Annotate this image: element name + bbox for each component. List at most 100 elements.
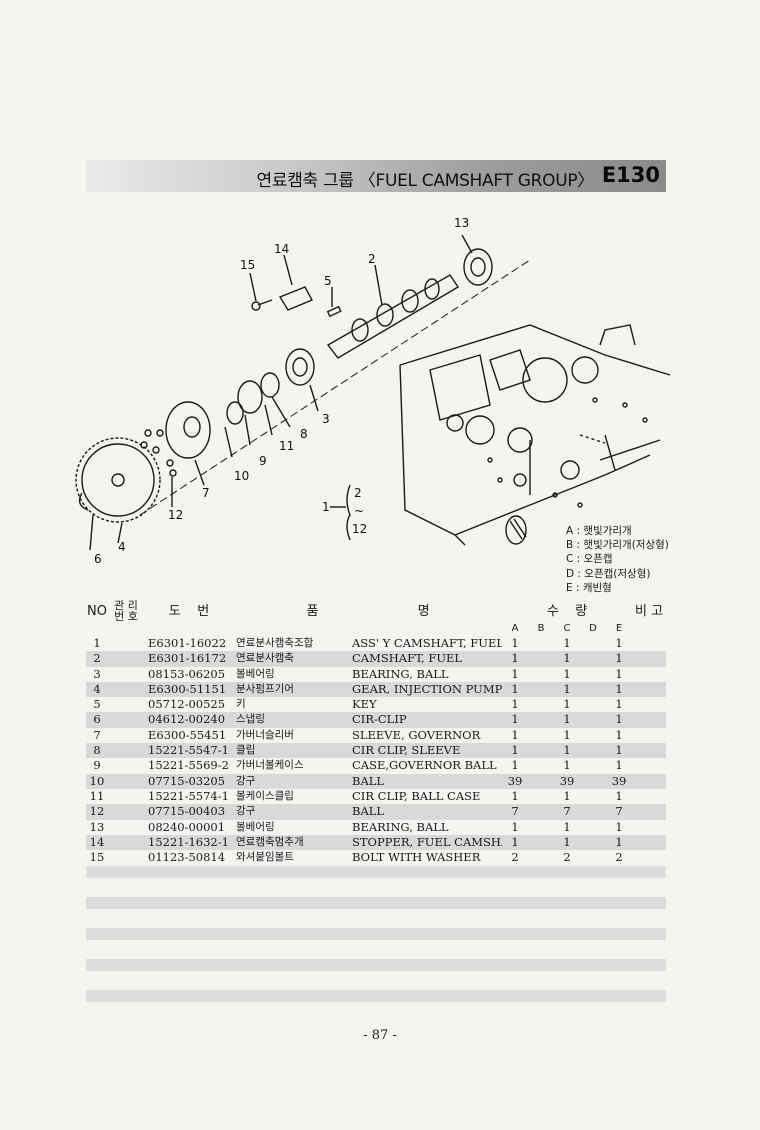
- english-name-cell: STOPPER, FUEL CAMSHAFT: [352, 834, 502, 849]
- qty-e-cell: 1: [615, 727, 623, 742]
- qty-a-cell: 1: [511, 727, 519, 742]
- header-part-name: 품 명: [306, 604, 430, 619]
- governor-sleeve-drawing: [165, 401, 211, 459]
- row-number: 13: [89, 819, 105, 834]
- qty-a-cell: 1: [511, 666, 519, 681]
- qty-c-cell: 1: [563, 834, 571, 849]
- row-number: 6: [93, 712, 101, 727]
- korean-name-cell: 볼베어링: [236, 667, 275, 680]
- callout-15: 15: [240, 258, 255, 272]
- drawing-number-cell: 04612-00240: [148, 712, 226, 727]
- legend-item-c: C : 오픈캡: [566, 553, 613, 566]
- qty-c-cell: 1: [563, 697, 571, 712]
- english-name-cell: KEY: [352, 697, 377, 712]
- row-number: 2: [93, 651, 101, 666]
- korean-name-cell: 가버너볼케이스: [236, 759, 304, 772]
- model-legend: A : 햇빛가리개 B : 햇빛가리개(저상형) C : 오픈캡 D : 오픈캡…: [566, 524, 669, 595]
- section-title: 연료캠축 그룹 〈FUEL CAMSHAFT GROUP〉: [256, 171, 595, 191]
- header-mgmt-number: 관 리 번 호: [114, 600, 138, 622]
- qty-d-cell: [580, 804, 606, 819]
- qty-e-cell: 1: [615, 666, 623, 681]
- qty-a-cell: 1: [511, 636, 519, 650]
- english-name-cell: CASE,GOVERNOR BALL: [352, 758, 497, 773]
- qty-b-cell: [528, 697, 554, 712]
- qty-c-cell: 1: [563, 712, 571, 727]
- legend-item-b: B : 햇빛가리개(저상형): [566, 539, 669, 552]
- english-name-cell: CIR-CLIP: [352, 712, 407, 727]
- qty-c-cell: 1: [563, 819, 571, 834]
- qty-a-cell: 1: [511, 697, 519, 712]
- header-qty-c: C: [563, 623, 571, 634]
- english-name-cell: GEAR, INJECTION PUMP: [352, 681, 503, 696]
- drawing-number-cell: E6301-16172: [148, 651, 227, 666]
- qty-c-cell: 1: [563, 727, 571, 742]
- korean-name-cell: 와셔붙임볼트: [236, 851, 294, 864]
- qty-a-cell: 1: [511, 712, 519, 727]
- qty-b-cell: [528, 667, 554, 682]
- remarks-cell: [632, 682, 666, 697]
- callout-3: 3: [322, 412, 330, 426]
- mgmt-number-cell: [108, 774, 144, 789]
- remarks-cell: [632, 636, 666, 651]
- circlip-drawing: [78, 492, 89, 511]
- remarks-cell: [632, 850, 666, 865]
- english-name-cell: BALL: [352, 773, 385, 788]
- legend-item-e: E : 캐빈형: [566, 581, 612, 594]
- qty-d-cell: [580, 743, 606, 758]
- mgmt-number-cell: [108, 697, 144, 712]
- qty-a-cell: 1: [511, 743, 519, 758]
- row-number: 4: [93, 681, 101, 696]
- callout-10: 10: [234, 469, 249, 483]
- row-number: 9: [93, 758, 101, 773]
- header-quantity: 수 량: [546, 604, 588, 619]
- section-code: E130: [601, 163, 660, 187]
- qty-c-cell: 2: [563, 850, 571, 865]
- qty-e-cell: 1: [615, 697, 623, 712]
- remarks-cell: [632, 789, 666, 804]
- callout-12: 12: [168, 508, 183, 522]
- qty-c-cell: 1: [563, 636, 571, 650]
- section-header-bar: 연료캠축 그룹 〈FUEL CAMSHAFT GROUP〉 E130: [86, 160, 666, 192]
- english-name-cell: BEARING, BALL: [352, 666, 449, 681]
- qty-b-cell: [528, 712, 554, 727]
- row-number: 5: [93, 697, 101, 712]
- remarks-cell: [632, 774, 666, 789]
- row-number: 14: [89, 834, 105, 849]
- drawing-number-cell: 05712-00525: [148, 697, 226, 712]
- mgmt-number-cell: [108, 667, 144, 682]
- row-number: 3: [93, 666, 101, 681]
- mgmt-number-cell: [108, 651, 144, 666]
- remarks-cell: [632, 743, 666, 758]
- korean-name-cell: 볼베어링: [236, 820, 275, 833]
- callout-13: 13: [454, 216, 469, 230]
- drawing-number-cell: 08240-00001: [148, 819, 226, 834]
- callout-4: 4: [118, 540, 126, 554]
- qty-e-cell: 1: [615, 788, 623, 803]
- korean-name-cell: 스냅링: [236, 713, 265, 726]
- mgmt-number-cell: [108, 804, 144, 819]
- drawing-number-cell: 07715-03205: [148, 773, 226, 788]
- korean-name-cell: 분사펌프기어: [236, 682, 294, 695]
- qty-a-cell: 1: [511, 788, 519, 803]
- mgmt-number-cell: [108, 820, 144, 835]
- drawing-number-cell: 08153-06205: [148, 666, 226, 681]
- remarks-cell: [632, 697, 666, 712]
- drawing-number-cell: 15221-5547-1: [148, 743, 229, 758]
- korean-name-cell: 연료분사캠축조합: [236, 637, 314, 649]
- callout-1: 1: [322, 500, 330, 514]
- korean-name-cell: 강구: [236, 774, 256, 787]
- camshaft-drawing: [326, 274, 459, 359]
- row-number: 8: [93, 743, 101, 758]
- korean-name-cell: 강구: [236, 805, 256, 818]
- header-drawing-number: 도 번: [168, 604, 210, 619]
- qty-c-cell: 1: [563, 788, 571, 803]
- page-number: - 87 -: [363, 1028, 397, 1043]
